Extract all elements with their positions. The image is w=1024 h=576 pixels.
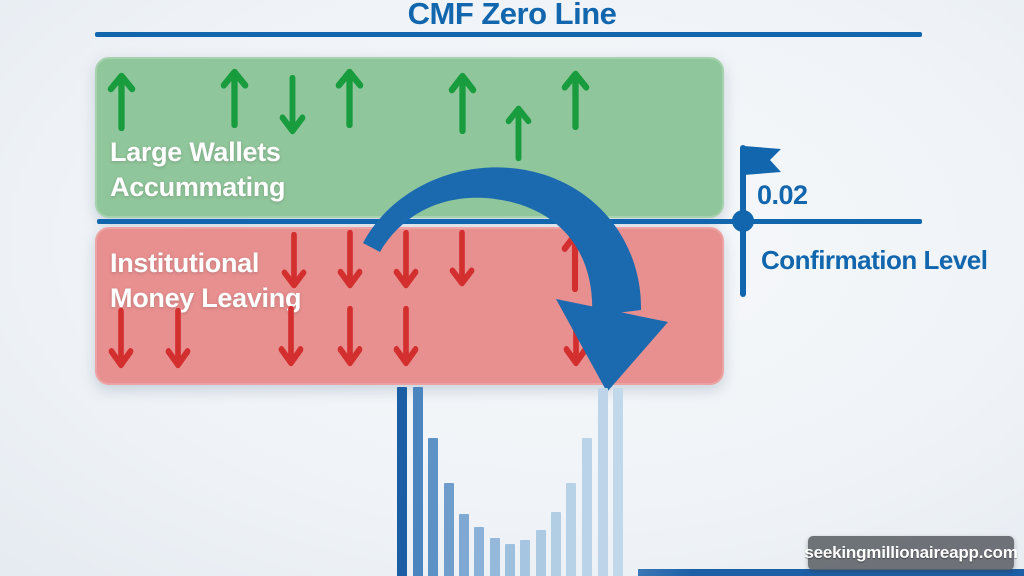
distribution-zone-label: Institutional Money Leaving bbox=[110, 246, 301, 316]
accumulation-zone-label: Large Wallets Accummating bbox=[110, 135, 286, 205]
volume-bar bbox=[613, 388, 623, 576]
volume-bar bbox=[413, 387, 423, 576]
up-arrow-icon bbox=[561, 230, 589, 292]
up-arrow-icon bbox=[448, 71, 477, 134]
accumulation-label-line2: Accummating bbox=[110, 172, 286, 202]
up-arrow-icon bbox=[335, 67, 364, 128]
down-arrow-icon bbox=[337, 230, 363, 290]
volume-bar bbox=[520, 540, 530, 576]
volume-bar bbox=[505, 544, 515, 576]
down-arrow-icon bbox=[393, 230, 419, 290]
confirmation-label: Confirmation Level bbox=[761, 245, 988, 275]
volume-bar bbox=[444, 483, 454, 576]
distribution-label-line2: Money Leaving bbox=[110, 283, 302, 313]
accumulation-zone: Large Wallets Accummating bbox=[95, 57, 724, 218]
watermark-badge: seekingmillionaireapp.com bbox=[804, 536, 1018, 570]
volume-bar bbox=[551, 512, 561, 576]
title-underline-line bbox=[95, 32, 922, 37]
down-arrow-icon bbox=[393, 306, 419, 368]
down-arrow-icon bbox=[279, 75, 306, 136]
volume-bar bbox=[536, 530, 546, 576]
up-arrow-icon bbox=[505, 104, 532, 161]
zero-line bbox=[97, 219, 922, 224]
up-arrow-icon bbox=[107, 71, 136, 131]
watermark-text: seekingmillionaireapp.com bbox=[804, 543, 1018, 562]
distribution-label-line1: Institutional bbox=[110, 248, 260, 278]
volume-bar bbox=[582, 438, 592, 576]
down-arrow-icon bbox=[165, 308, 191, 370]
up-arrow-icon bbox=[561, 69, 590, 130]
down-arrow-icon bbox=[108, 308, 134, 370]
volume-bar bbox=[490, 538, 500, 576]
down-arrow-icon bbox=[449, 230, 475, 288]
zero-line-dot bbox=[732, 210, 754, 232]
bottom-edge-bar bbox=[638, 569, 1024, 576]
down-arrow-icon bbox=[281, 232, 307, 290]
up-arrow-icon bbox=[220, 67, 249, 128]
volume-bar bbox=[459, 514, 469, 576]
down-arrow-icon bbox=[563, 306, 589, 368]
page-title: CMF Zero Line bbox=[407, 0, 617, 31]
volume-bar bbox=[566, 483, 576, 576]
volume-bar bbox=[598, 388, 608, 576]
volume-bar bbox=[428, 438, 438, 576]
down-arrow-icon bbox=[337, 306, 363, 368]
confirmation-value: 0.02 bbox=[757, 180, 808, 210]
volume-bar bbox=[397, 387, 407, 576]
accumulation-label-line1: Large Wallets bbox=[110, 137, 281, 167]
volume-bar bbox=[474, 527, 484, 576]
flag-icon bbox=[744, 146, 781, 175]
down-arrow-icon bbox=[278, 306, 304, 368]
